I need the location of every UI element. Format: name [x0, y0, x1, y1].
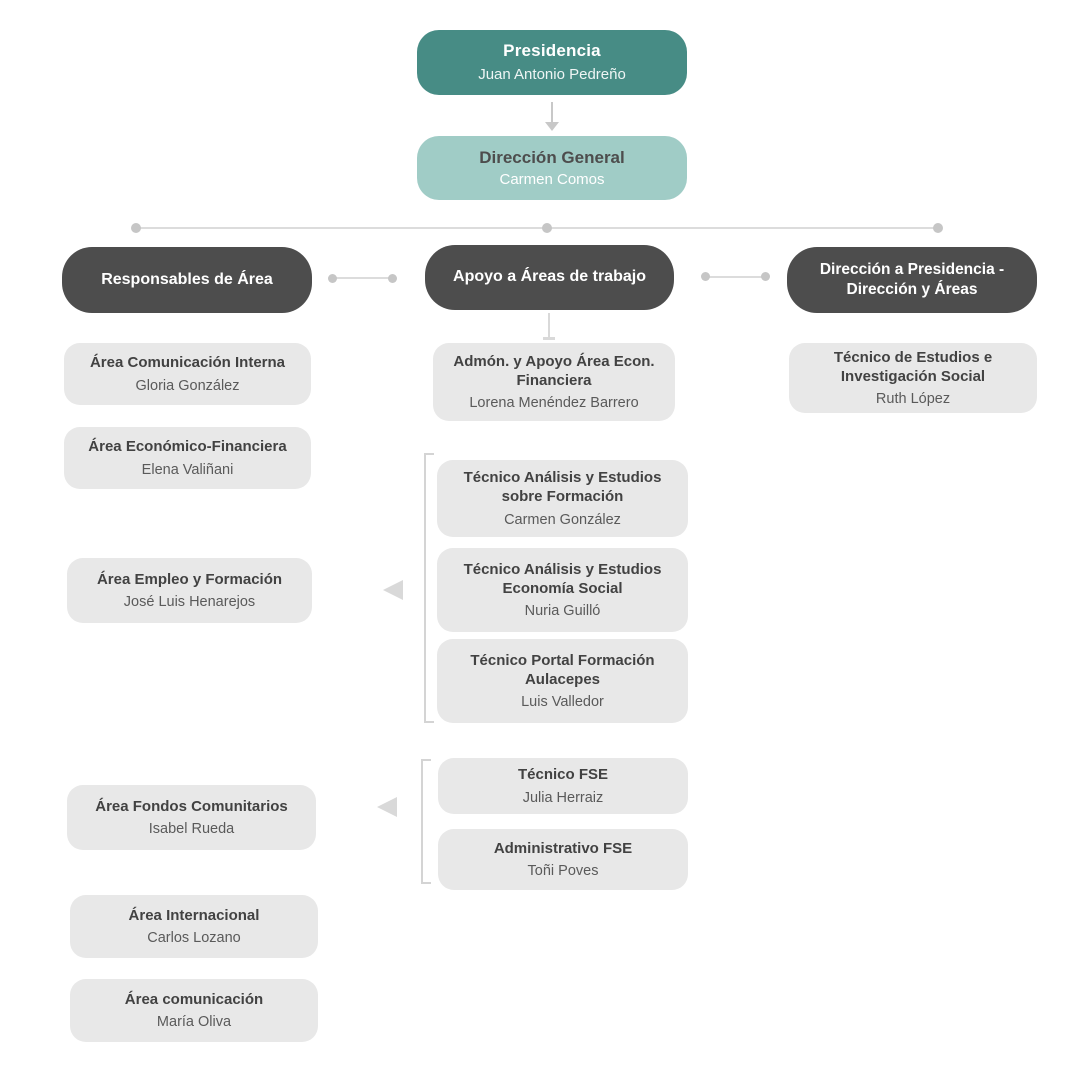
bracket-group2-tick-bottom [421, 882, 431, 884]
box-title: Técnico Análisis y Estudios sobre Formac… [463, 469, 662, 506]
connector-left-center-line [332, 277, 392, 279]
presidencia-name: Juan Antonio Pedreño [478, 66, 626, 83]
box-name: Elena Valiñani [141, 461, 234, 478]
org-box-tecnico-analisis-formacion: Técnico Análisis y Estudios sobre Formac… [437, 460, 688, 537]
org-box-direccion-general: Dirección General Carmen Comos [417, 136, 687, 200]
org-box-tecnico-analisis-economia-social: Técnico Análisis y Estudios Economía Soc… [437, 548, 688, 632]
box-title: Área Económico-Financiera [88, 438, 287, 456]
triangle-left-icon [383, 580, 403, 600]
branch-line [136, 227, 938, 229]
box-title: Admón. y Apoyo Área Econ. Financiera [453, 352, 655, 389]
org-box-administrativo-fse: Administrativo FSE Toñi Poves [438, 829, 688, 890]
box-title: Administrativo FSE [493, 839, 633, 857]
bracket-group2-line [421, 759, 423, 884]
arrow-down-icon [545, 122, 559, 131]
box-name: José Luis Henarejos [123, 594, 256, 611]
center-drop-line [548, 313, 550, 338]
org-box-admon-apoyo-econ-financiera: Admón. y Apoyo Área Econ. Financiera Lor… [433, 343, 675, 421]
box-name: Lorena Menéndez Barrero [469, 395, 639, 412]
connector-left-center-dot-b [388, 274, 397, 283]
org-box-tecnico-portal-aulacepes: Técnico Portal Formación Aulacepes Luis … [437, 639, 688, 723]
org-box-area-internacional: Área Internacional Carlos Lozano [70, 895, 318, 958]
connector-left-center-dot-a [328, 274, 337, 283]
direccion-general-title: Dirección General [479, 147, 625, 167]
box-name: Carlos Lozano [147, 930, 241, 947]
org-box-tecnico-fse: Técnico FSE Julia Herraiz [438, 758, 688, 814]
bracket-group1-line [424, 453, 426, 723]
box-name: Julia Herraiz [522, 789, 604, 806]
org-box-area-comunicacion-interna: Área Comunicación Interna Gloria Gonzále… [64, 343, 311, 405]
box-title: Área Fondos Comunitarios [95, 797, 288, 815]
box-name: Isabel Rueda [148, 821, 235, 838]
box-name: Nuria Guilló [524, 603, 601, 620]
box-name: Ruth López [875, 391, 951, 408]
box-title: Área Empleo y Formación [96, 570, 283, 588]
header-responsables-label: Responsables de Área [101, 270, 273, 288]
org-box-tecnico-estudios-investigacion: Técnico de Estudios e Investigación Soci… [789, 343, 1037, 413]
direccion-general-name: Carmen Comos [499, 170, 605, 188]
arrow-down-line [551, 102, 553, 123]
box-title: Área Internacional [128, 906, 260, 924]
connector-center-right-dot-a [701, 272, 710, 281]
triangle-left-icon [377, 797, 397, 817]
header-responsables-area: Responsables de Área [62, 247, 312, 313]
box-title: Técnico Análisis y Estudios Economía Soc… [463, 560, 662, 597]
presidencia-title: Presidencia [503, 41, 601, 61]
branch-dot-left [131, 223, 141, 233]
org-box-area-comunicacion: Área comunicación María Oliva [70, 979, 318, 1042]
branch-dot-right [933, 223, 943, 233]
header-direccion-presidencia-label: Dirección a Presidencia - Dirección y Ár… [819, 261, 1005, 298]
connector-center-right-dot-b [761, 272, 770, 281]
box-name: Luis Valledor [521, 694, 604, 711]
bracket-group1-tick-bottom [424, 721, 434, 723]
box-name: Gloria González [135, 377, 240, 394]
box-title: Técnico Portal Formación Aulacepes [470, 651, 655, 688]
branch-dot-center [542, 223, 552, 233]
box-name: Carmen González [504, 511, 621, 528]
box-title: Técnico FSE [517, 766, 609, 784]
header-apoyo-areas: Apoyo a Áreas de trabajo [425, 245, 674, 310]
org-box-presidencia: Presidencia Juan Antonio Pedreño [417, 30, 687, 95]
org-box-area-empleo-formacion: Área Empleo y Formación José Luis Henare… [67, 558, 312, 623]
box-name: María Oliva [156, 1014, 232, 1031]
header-apoyo-label: Apoyo a Áreas de trabajo [453, 268, 646, 286]
org-box-area-fondos-comunitarios: Área Fondos Comunitarios Isabel Rueda [67, 785, 316, 850]
header-direccion-presidencia: Dirección a Presidencia - Dirección y Ár… [787, 247, 1037, 313]
org-box-area-economico-financiera: Área Económico-Financiera Elena Valiñani [64, 427, 311, 489]
box-name: Toñi Poves [527, 863, 599, 880]
bracket-group2-tick-top [421, 759, 431, 761]
center-drop-line-cap [543, 337, 555, 340]
box-title: Técnico de Estudios e Investigación Soci… [833, 348, 993, 385]
box-title: Área Comunicación Interna [89, 354, 286, 372]
connector-center-right-line [705, 276, 765, 278]
box-title: Área comunicación [124, 990, 264, 1008]
bracket-group1-tick-top [424, 453, 434, 455]
